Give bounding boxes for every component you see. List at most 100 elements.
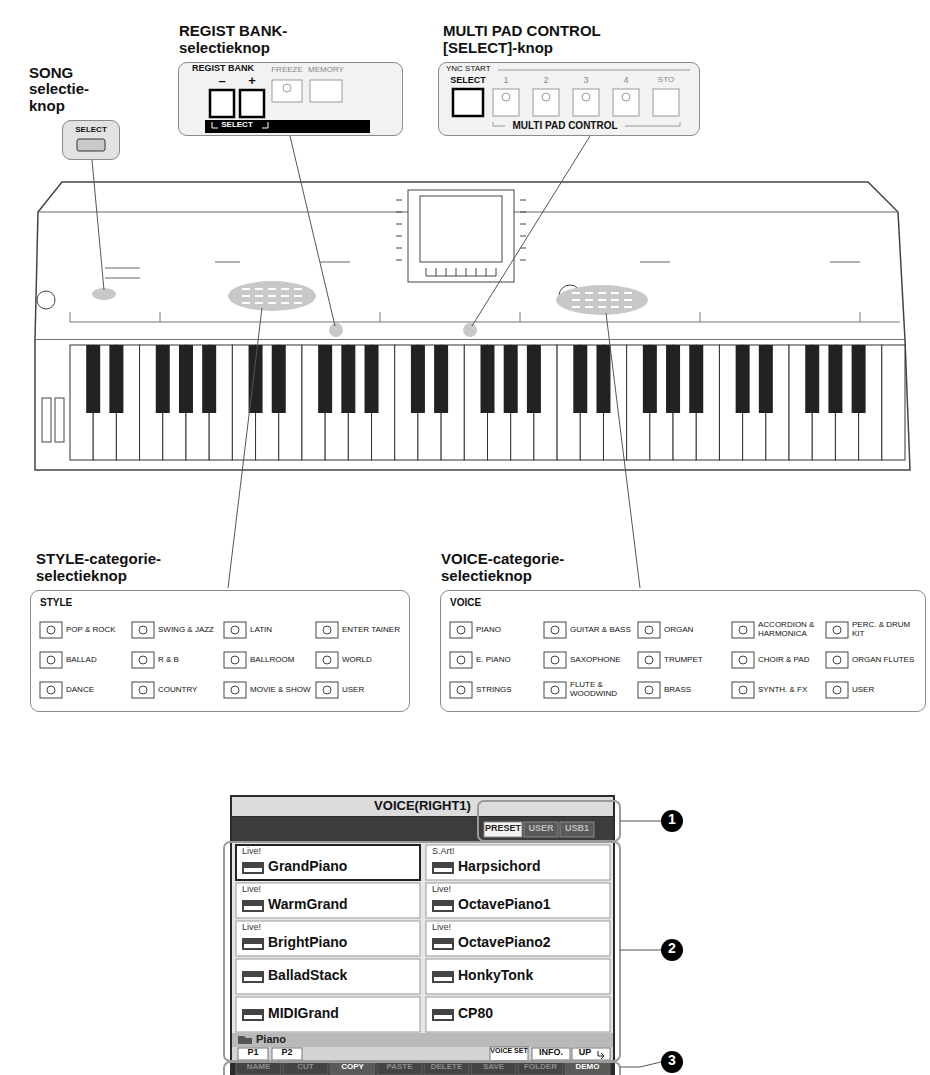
multipad-button-area bbox=[463, 323, 477, 337]
callout-number: 3 bbox=[661, 1053, 683, 1068]
voice-cell bbox=[236, 883, 420, 918]
display-frame bbox=[408, 190, 514, 282]
title-bar bbox=[232, 797, 613, 816]
black-key bbox=[341, 345, 355, 413]
black-key bbox=[365, 345, 379, 413]
panel-label: PASTE bbox=[377, 1063, 422, 1072]
lamp bbox=[551, 686, 559, 694]
panel-label: CP80 bbox=[458, 1006, 493, 1021]
black-key bbox=[156, 345, 170, 413]
lamp bbox=[833, 686, 841, 694]
category-button bbox=[450, 682, 472, 698]
panel-label: Piano bbox=[256, 1033, 286, 1045]
pads bbox=[493, 89, 679, 116]
inset-ground bbox=[30, 590, 410, 712]
panel-label: STYLE bbox=[40, 597, 120, 608]
panel-line bbox=[70, 322, 900, 323]
select-bar bbox=[205, 120, 370, 133]
inset-ground bbox=[62, 120, 120, 160]
button-dash bbox=[585, 292, 593, 294]
panel-label: BrightPiano bbox=[268, 935, 347, 950]
lamp bbox=[645, 686, 653, 694]
panel-label: Harpsichord bbox=[458, 859, 540, 874]
panel-label: Live! bbox=[432, 923, 451, 933]
regist-minus-button bbox=[210, 90, 234, 117]
callout-circle bbox=[661, 939, 683, 961]
button-dash bbox=[281, 288, 289, 290]
tab bbox=[484, 822, 522, 837]
category-button bbox=[132, 652, 154, 668]
button-dash bbox=[268, 288, 276, 290]
category-button bbox=[316, 652, 338, 668]
panel-label: PIANO bbox=[476, 626, 542, 635]
panel-label: ENTER TAINER bbox=[342, 626, 404, 635]
callout-heading: VOICE-categorie- selectieknop bbox=[441, 551, 611, 585]
button-dash bbox=[611, 306, 619, 308]
voice-icon bbox=[432, 1009, 454, 1021]
black-key bbox=[573, 345, 587, 413]
black-key bbox=[643, 345, 657, 413]
panel-label: 2 bbox=[533, 76, 559, 86]
category-button bbox=[316, 622, 338, 638]
callout-leader bbox=[620, 821, 661, 1067]
lamp bbox=[739, 656, 747, 664]
multi-pad bbox=[573, 89, 599, 116]
inset-ground bbox=[438, 62, 700, 136]
black-key bbox=[202, 345, 216, 413]
lamp bbox=[47, 686, 55, 694]
tab bbox=[524, 822, 558, 837]
white-key bbox=[882, 345, 905, 460]
lamp bbox=[283, 84, 291, 92]
voice-cell bbox=[426, 959, 610, 994]
multi-pad bbox=[493, 89, 519, 116]
voice-cells bbox=[236, 845, 610, 1032]
voice-icon bbox=[242, 1009, 264, 1021]
category-button bbox=[40, 622, 62, 638]
screen-button bbox=[236, 1062, 281, 1075]
tab bbox=[560, 822, 594, 837]
voice-icon bbox=[432, 938, 454, 950]
panel-label: S.Art! bbox=[432, 847, 455, 857]
screen-button bbox=[565, 1062, 610, 1075]
panel-label: OctavePiano2 bbox=[458, 935, 551, 950]
panel-label: USB1 bbox=[560, 824, 594, 834]
panel-label: Live! bbox=[242, 923, 261, 933]
lamp bbox=[139, 626, 147, 634]
black-key bbox=[689, 345, 703, 413]
modulation-wheel bbox=[55, 398, 64, 442]
button-dash bbox=[294, 295, 302, 297]
memory-button bbox=[310, 80, 342, 102]
screen-frame bbox=[230, 795, 615, 1075]
button-dash bbox=[572, 299, 580, 301]
panel-label: HonkyTonk bbox=[458, 968, 533, 983]
black-key bbox=[666, 345, 680, 413]
button-dash bbox=[255, 288, 263, 290]
keyboard-body bbox=[35, 182, 905, 340]
voice-icon bbox=[244, 906, 262, 910]
panel-label: GrandPiano bbox=[268, 859, 347, 874]
category-button bbox=[638, 682, 660, 698]
voice-cell bbox=[236, 997, 420, 1032]
category-button bbox=[40, 682, 62, 698]
button-dash bbox=[572, 292, 580, 294]
pitch-bend-wheel bbox=[42, 398, 51, 442]
panel-label: MOVIE & SHOW bbox=[250, 686, 312, 695]
category-button bbox=[544, 622, 566, 638]
panel-label: 3 bbox=[573, 76, 599, 86]
panel-label: 4 bbox=[613, 76, 639, 86]
panel-label: STRINGS bbox=[476, 686, 542, 695]
song-select-button bbox=[77, 139, 105, 151]
callout-heading: REGIST BANK- selectieknop bbox=[179, 23, 349, 57]
multi-pad bbox=[533, 89, 559, 116]
lamp bbox=[502, 93, 510, 101]
panel-label: PERC. & DRUM KIT bbox=[852, 621, 918, 639]
panel-label: USER bbox=[852, 686, 918, 695]
regist-plus-button bbox=[240, 90, 264, 117]
black-key bbox=[504, 345, 518, 413]
button-dash bbox=[294, 302, 302, 304]
panel-label: VOICE bbox=[450, 597, 530, 608]
panel-label: BRASS bbox=[664, 686, 730, 695]
voice-cell bbox=[236, 845, 420, 880]
panel-label: REGIST BANK bbox=[192, 64, 272, 74]
panel-label: CHOIR & PAD bbox=[758, 656, 824, 665]
